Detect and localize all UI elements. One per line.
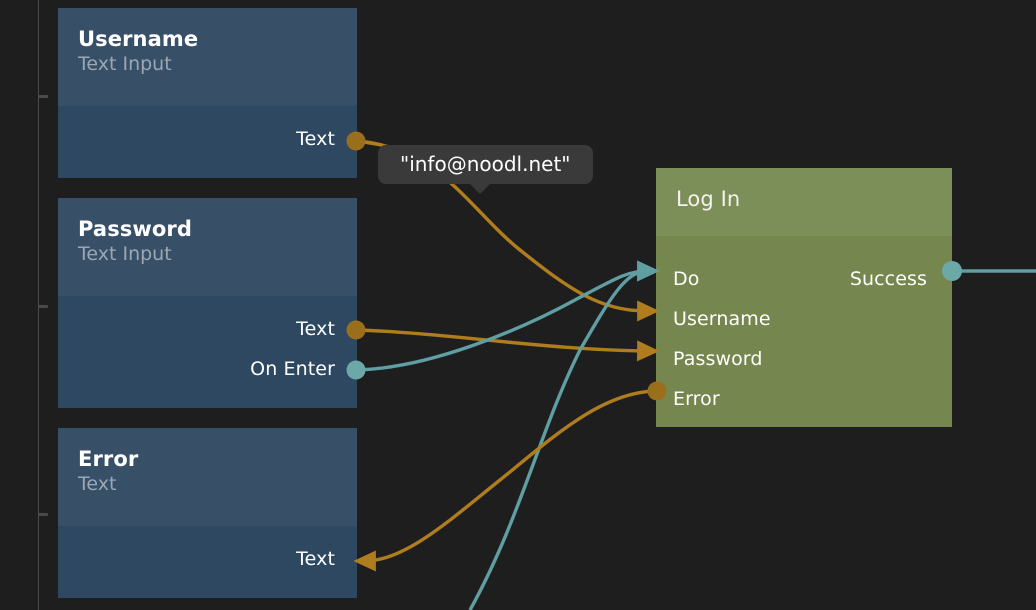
port-username-text-label: Text bbox=[296, 128, 335, 150]
port-username-text[interactable]: Text bbox=[296, 129, 335, 149]
port-login-username-label: Username bbox=[673, 308, 771, 330]
port-login-password[interactable]: Password bbox=[673, 349, 763, 369]
node-username[interactable]: Username Text Input Text bbox=[58, 8, 357, 178]
wire-login-error-to-error-text bbox=[353, 389, 657, 572]
value-tooltip-text: "info@noodl.net" bbox=[400, 152, 571, 176]
port-login-do-label: Do bbox=[673, 268, 700, 290]
wire-username-text-stub bbox=[356, 139, 383, 147]
port-error-text[interactable]: Text bbox=[296, 549, 335, 569]
port-password-on-enter[interactable]: On Enter bbox=[250, 359, 335, 379]
port-password-text-label: Text bbox=[296, 318, 335, 340]
value-tooltip: "info@noodl.net" bbox=[378, 145, 593, 184]
port-login-username[interactable]: Username bbox=[673, 309, 771, 329]
port-login-success[interactable]: Success bbox=[850, 269, 927, 289]
port-password-on-enter-label: On Enter bbox=[250, 358, 335, 380]
port-login-error-label: Error bbox=[673, 388, 720, 410]
hierarchy-rail-tick bbox=[38, 95, 48, 98]
node-error-header[interactable]: Error Text bbox=[58, 428, 357, 526]
wire-offscreen-to-login-do bbox=[468, 260, 660, 610]
node-username-body: Text bbox=[58, 106, 357, 178]
node-password-body: Text On Enter bbox=[58, 296, 357, 408]
node-password-subtitle: Text Input bbox=[78, 243, 172, 266]
node-username-header[interactable]: Username Text Input bbox=[58, 8, 357, 106]
node-password-title: Password bbox=[78, 217, 193, 241]
node-username-subtitle: Text Input bbox=[78, 53, 172, 76]
node-error-subtitle: Text bbox=[78, 473, 117, 496]
node-error[interactable]: Error Text Text bbox=[58, 428, 357, 598]
port-password-text[interactable]: Text bbox=[296, 319, 335, 339]
node-password[interactable]: Password Text Input Text On Enter bbox=[58, 198, 357, 408]
node-error-body: Text bbox=[58, 526, 357, 598]
wire-password-onenter-to-login-do bbox=[356, 260, 660, 372]
node-error-title: Error bbox=[78, 447, 139, 471]
port-error-text-label: Text bbox=[296, 548, 335, 570]
node-password-header[interactable]: Password Text Input bbox=[58, 198, 357, 296]
hierarchy-rail-tick bbox=[38, 305, 48, 308]
node-login-title: Log In bbox=[676, 187, 741, 211]
port-login-error[interactable]: Error bbox=[673, 389, 720, 409]
hierarchy-rail-tick bbox=[38, 513, 48, 516]
node-username-title: Username bbox=[78, 27, 199, 51]
node-login-header[interactable]: Log In bbox=[656, 168, 952, 236]
node-login[interactable]: Log In Do Username Password Error Succes… bbox=[656, 168, 952, 427]
wire-password-text-to-login-password bbox=[356, 328, 660, 362]
port-login-do[interactable]: Do bbox=[673, 269, 699, 289]
port-login-password-label: Password bbox=[673, 348, 763, 370]
node-login-body: Do Username Password Error Success bbox=[656, 236, 952, 427]
port-login-success-label: Success bbox=[849, 268, 927, 290]
value-tooltip-arrow bbox=[469, 183, 491, 194]
